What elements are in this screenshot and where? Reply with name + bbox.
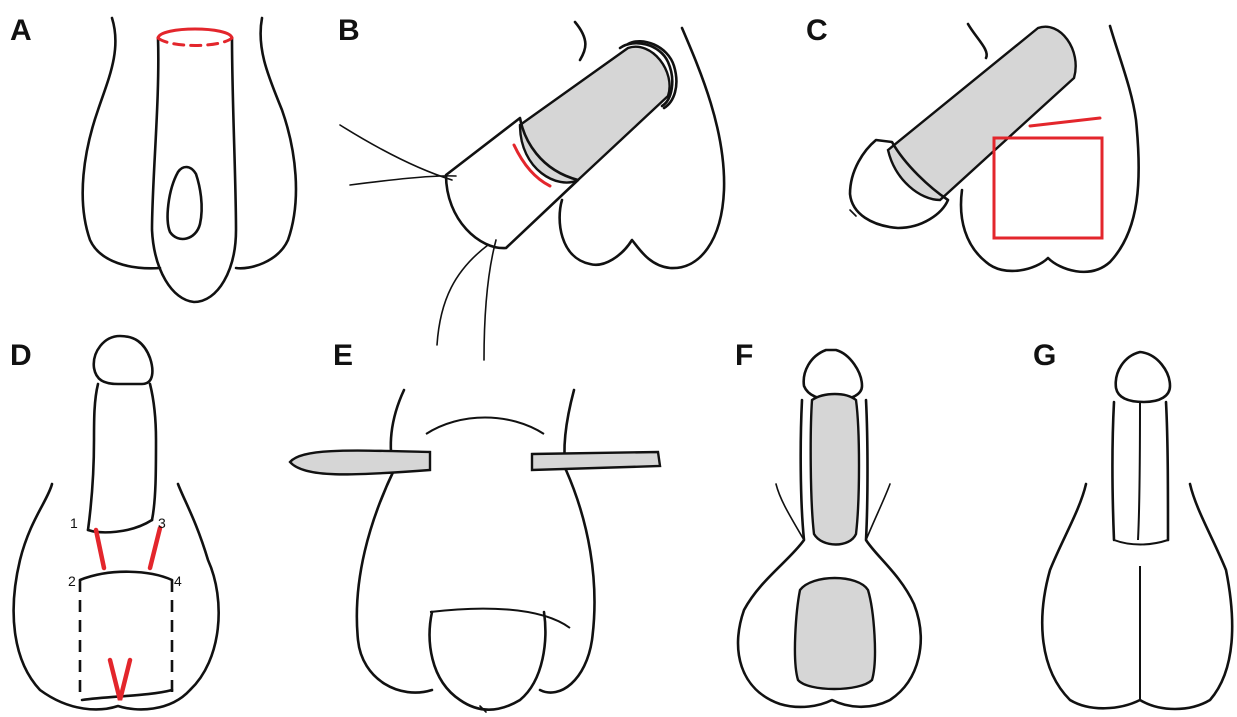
panel-label-c: C xyxy=(806,14,828,47)
panel-f-drawing xyxy=(738,350,921,707)
panel-d-drawing: 1 2 3 4 xyxy=(14,336,219,709)
panel-label-b: B xyxy=(338,14,360,47)
panel-label-a: A xyxy=(10,14,32,47)
panel-label-f: F xyxy=(735,339,753,372)
panel-c-drawing xyxy=(850,24,1139,272)
corner-number-1: 1 xyxy=(70,515,78,531)
corner-number-4: 4 xyxy=(174,573,182,589)
panel-a-drawing xyxy=(83,18,296,302)
corner-number-3: 3 xyxy=(158,515,166,531)
panel-e-drawing xyxy=(290,390,660,712)
panel-label-d: D xyxy=(10,339,32,372)
panel-b-drawing xyxy=(340,22,724,360)
panel-label-g: G xyxy=(1033,339,1056,372)
panel-g-drawing xyxy=(1042,352,1232,709)
corner-number-2: 2 xyxy=(68,573,76,589)
panel-label-e: E xyxy=(333,339,353,372)
